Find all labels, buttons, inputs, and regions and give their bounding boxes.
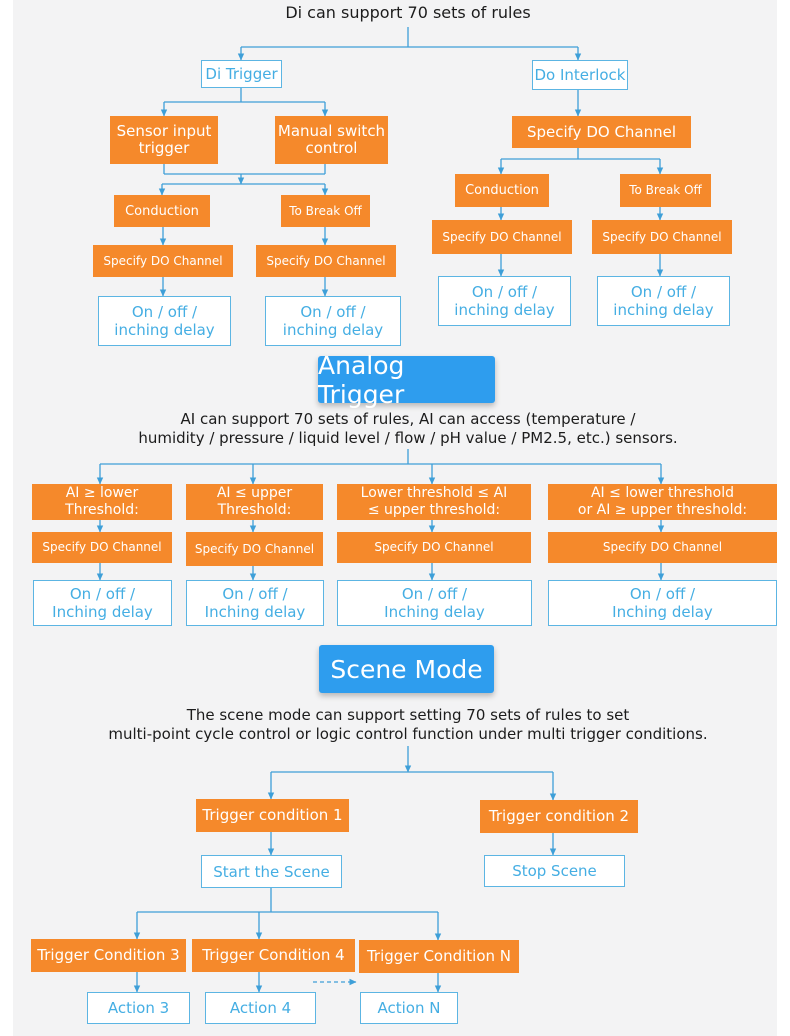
start-scene-box: Start the Scene [201,855,342,888]
specify-do-channel-box: Specify DO Channel [32,532,172,563]
action-n-box: Action N [360,992,458,1024]
specify-do-channel-box: Specify DO Channel [432,220,572,254]
trigger-condition-3-box: Trigger Condition 3 [31,939,186,972]
on-off-delay-box: On / off / inching delay [265,296,401,346]
manual-switch-control-box: Manual switch control [275,116,388,164]
condition-ai-le-upper-box: AI ≤ upper Threshold: [186,484,323,520]
on-off-inching-box: On / off / Inching delay [337,580,532,626]
on-off-inching-box: On / off / Inching delay [186,580,324,626]
di-trigger-box: Di Trigger [201,60,282,88]
action-3-box: Action 3 [87,992,190,1024]
specify-do-channel-box: Specify DO Channel [256,245,396,277]
interlock-conduction-box: Conduction [455,174,549,207]
specify-do-channel-box: Specify DO Channel [592,220,732,254]
scene-description: The scene mode can support setting 70 se… [108,706,708,743]
stop-scene-box: Stop Scene [484,855,625,887]
interlock-specify-do-channel-box: Specify DO Channel [512,116,691,148]
on-off-inching-box: On / off / Inching delay [548,580,777,626]
on-off-delay-box: On / off / inching delay [438,276,571,326]
condition-ai-ge-lower-box: AI ≥ lower Threshold: [32,484,172,520]
connector [163,164,326,175]
break-off-box: To Break Off [281,195,370,227]
conduction-box: Conduction [114,195,210,227]
on-off-delay-box: On / off / inching delay [597,276,730,326]
trigger-condition-n-box: Trigger Condition N [359,940,519,973]
do-interlock-box: Do Interlock [532,60,628,90]
specify-do-channel-box: Specify DO Channel [548,532,777,563]
trigger-condition-2-box: Trigger condition 2 [480,800,638,833]
connector [501,148,660,160]
specify-do-channel-box: Specify DO Channel [93,245,233,277]
connector [164,88,325,103]
on-off-delay-box: On / off / inching delay [98,296,231,346]
specify-do-channel-box: Specify DO Channel [337,532,531,563]
di-title: Di can support 70 sets of rules [285,3,531,22]
condition-outside-thresholds-box: AI ≤ lower threshold or AI ≥ upper thres… [548,484,777,520]
condition-between-thresholds-box: Lower threshold ≤ AI ≤ upper threshold: [337,484,531,520]
on-off-inching-box: On / off / Inching delay [33,580,172,626]
scene-mode-banner: Scene Mode [319,645,494,693]
connector [137,888,438,913]
trigger-condition-1-box: Trigger condition 1 [196,799,349,832]
analog-description: AI can support 70 sets of rules, AI can … [138,410,678,447]
specify-do-channel-box: Specify DO Channel [186,532,323,566]
sensor-input-trigger-box: Sensor input trigger [110,116,218,164]
action-4-box: Action 4 [205,992,316,1024]
analog-trigger-banner: Analog Trigger [318,351,495,409]
connector [100,449,661,465]
interlock-break-off-box: To Break Off [620,174,711,207]
trigger-condition-4-box: Trigger Condition 4 [192,939,355,972]
